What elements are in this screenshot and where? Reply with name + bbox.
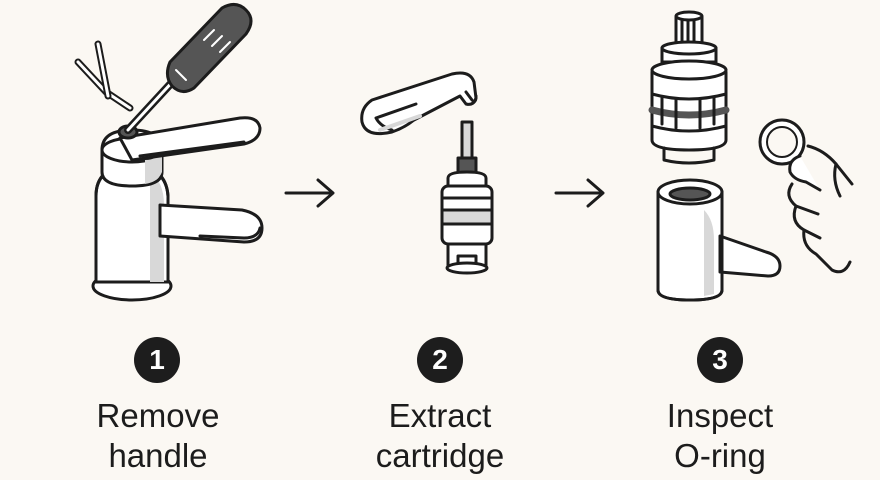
step-3-caption: Inspect O-ring: [610, 396, 830, 476]
step-1-caption-line2: handle: [48, 436, 268, 476]
lever-handle-icon: [362, 73, 476, 134]
step-3-badge: 3: [697, 337, 743, 383]
step-2-badge: 2: [417, 337, 463, 383]
step-3-caption-line1: Inspect: [610, 396, 830, 436]
step-2-caption-line1: Extract: [330, 396, 550, 436]
step-2-caption: Extract cartridge: [330, 396, 550, 476]
step-1-caption-line1: Remove: [48, 396, 268, 436]
screwdriver-icon: [128, 4, 251, 130]
faucet-icon: [93, 118, 262, 300]
hex-key-icon: [78, 44, 130, 108]
arrow-right-icon: [286, 180, 333, 206]
arrow-right-icon: [556, 180, 603, 206]
hand-icon: [789, 146, 852, 272]
cartridge-icon: [442, 122, 492, 273]
step-3-caption-line2: O-ring: [610, 436, 830, 476]
step-1-badge: 1: [134, 337, 180, 383]
step-1-caption: Remove handle: [48, 396, 268, 476]
faucet-body-icon: [658, 180, 780, 300]
step-2-caption-line2: cartridge: [330, 436, 550, 476]
cartridge-large-icon: [652, 12, 726, 163]
